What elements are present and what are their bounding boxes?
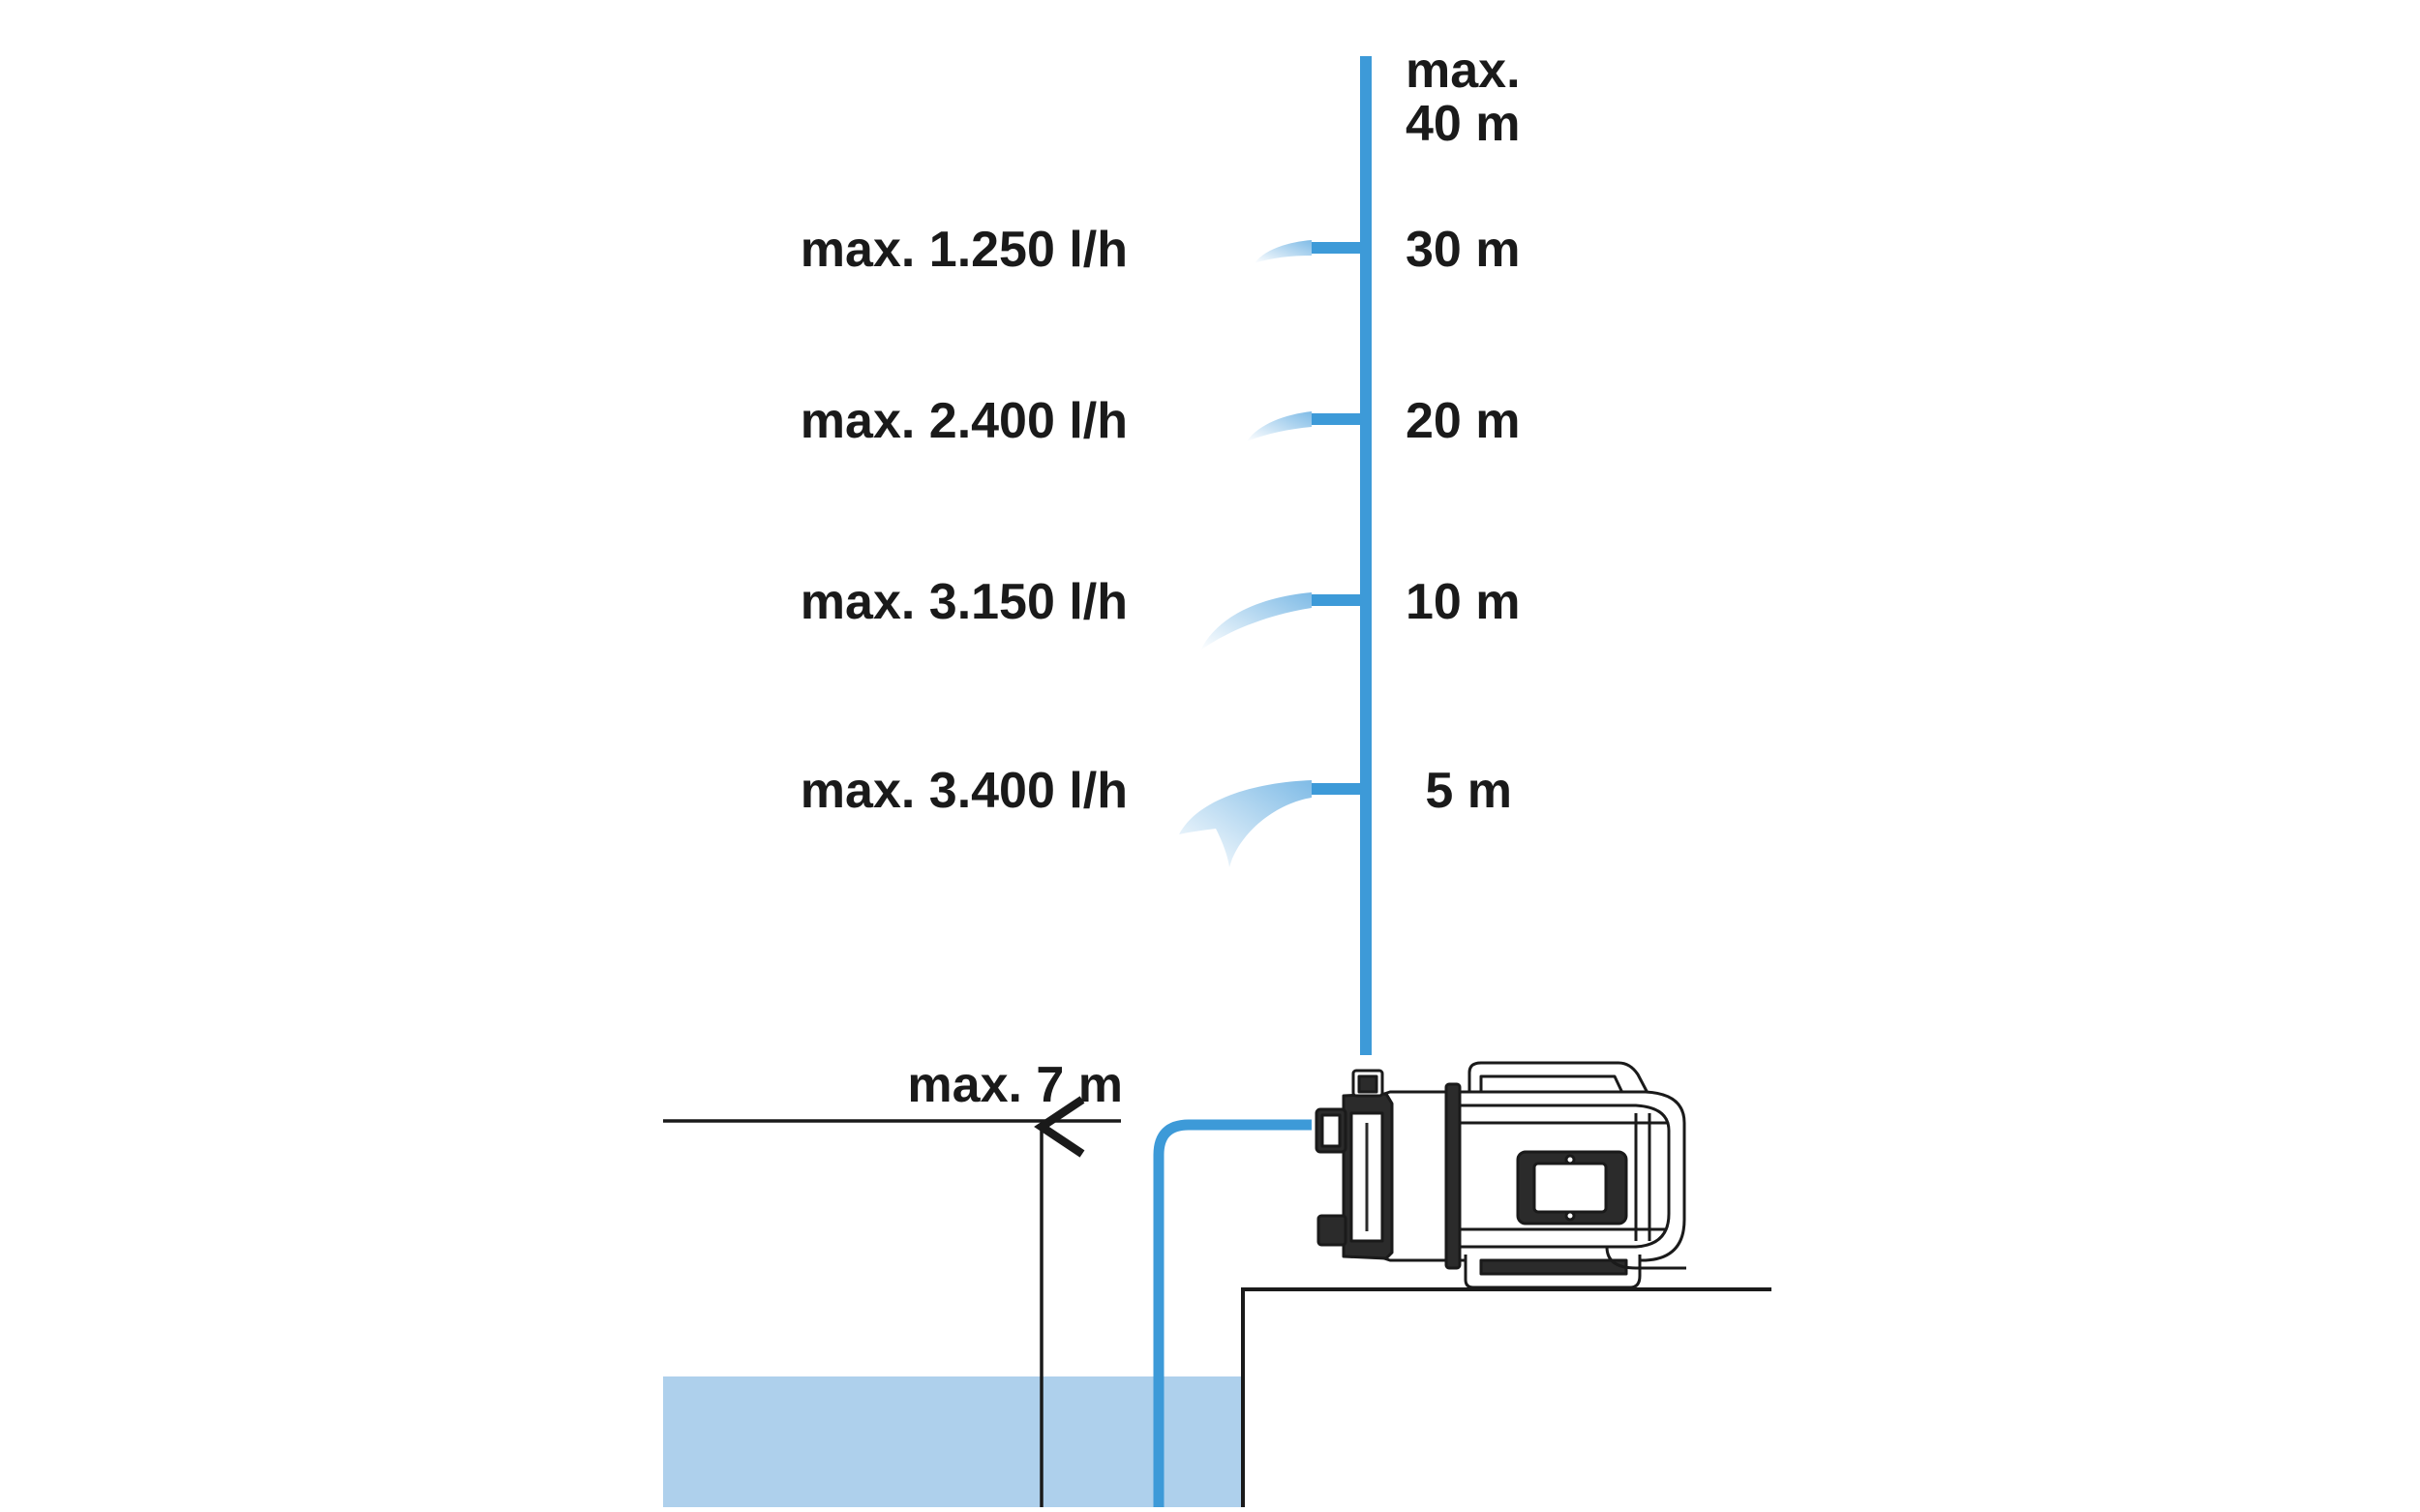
water-reservoir bbox=[663, 1376, 1244, 1507]
spray-5m bbox=[1179, 780, 1312, 867]
height-label-max-line2: 40 m bbox=[1406, 96, 1521, 152]
flow-rate-labels: max. 1.250 l/h max. 2.400 l/h max. 3.150… bbox=[801, 222, 1128, 819]
spray-10m bbox=[1200, 592, 1312, 650]
outlet-stubs bbox=[1312, 242, 1366, 795]
flow-label-30m: max. 1.250 l/h bbox=[801, 222, 1128, 278]
flow-label-20m: max. 2.400 l/h bbox=[801, 393, 1128, 449]
height-label-10m: 10 m bbox=[1406, 574, 1521, 630]
spray-20m bbox=[1247, 411, 1312, 441]
height-label-20m: 20 m bbox=[1406, 393, 1521, 449]
spray-30m bbox=[1255, 240, 1312, 263]
height-label-max-line1: max. bbox=[1406, 43, 1521, 99]
height-label-5m: 5 m bbox=[1425, 763, 1512, 819]
flow-label-5m: max. 3.400 l/h bbox=[801, 763, 1128, 819]
suction-pipe bbox=[1153, 1119, 1312, 1507]
suction-height-label: max. 7 m bbox=[907, 1057, 1123, 1113]
height-label-30m: 30 m bbox=[1406, 222, 1521, 278]
garden-pump-icon bbox=[1315, 1061, 1686, 1289]
water-sprays bbox=[1179, 240, 1312, 867]
flow-label-10m: max. 3.150 l/h bbox=[801, 574, 1128, 630]
height-labels: max. 40 m 30 m 20 m 10 m 5 m bbox=[1406, 43, 1521, 819]
ground-ledge bbox=[1241, 1287, 1771, 1507]
